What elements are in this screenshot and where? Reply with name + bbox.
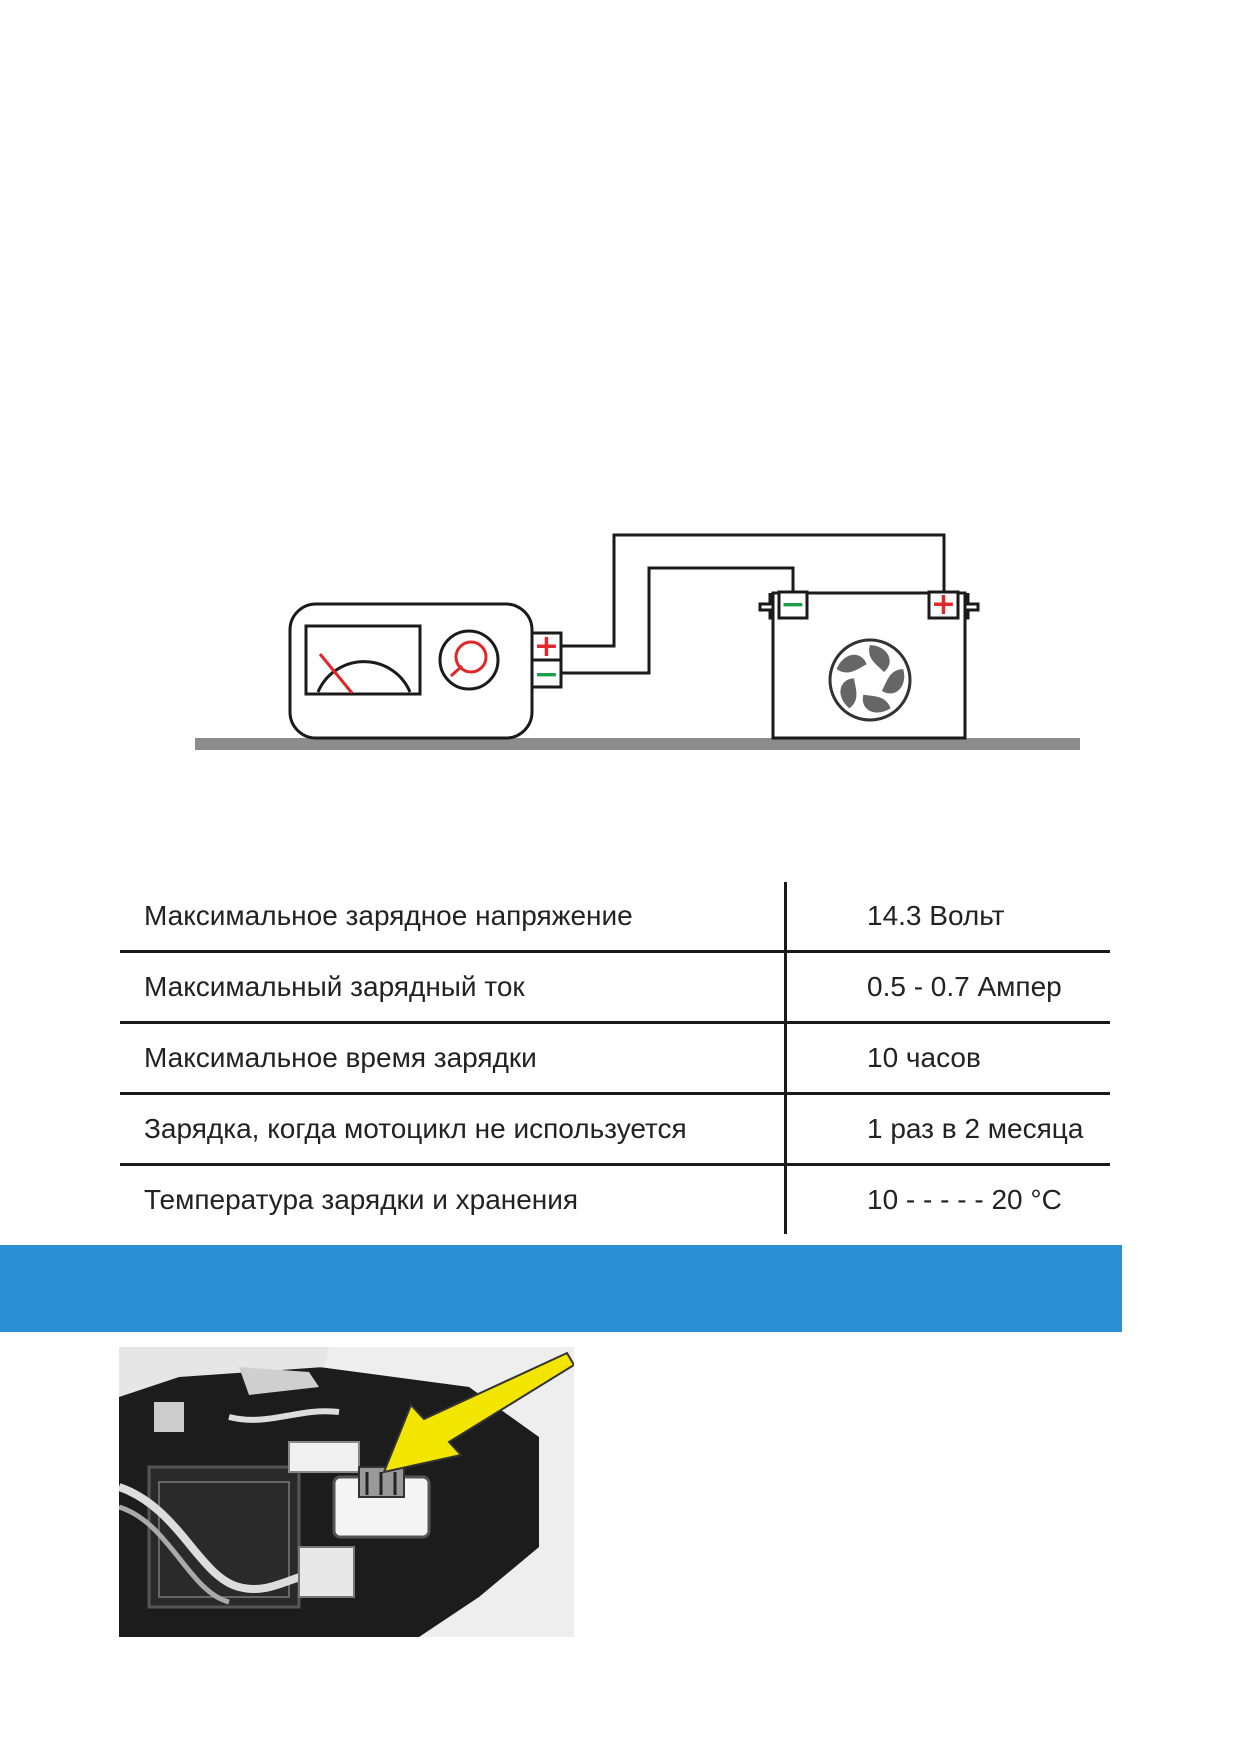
meter-needle (318, 653, 354, 694)
section-banner (0, 1245, 1122, 1332)
spec-param: Максимальное время зарядки (120, 1022, 787, 1095)
charging-specs-table: Максимальное зарядное напряжение 14.3 Во… (120, 882, 1110, 1234)
battery-logo-icon (828, 638, 912, 722)
spec-param: Зарядка, когда мотоцикл не используется (120, 1093, 787, 1166)
table-row: Температура зарядки и хранения 10 - - - … (120, 1164, 1110, 1234)
spec-param: Максимальный зарядный ток (120, 951, 787, 1024)
spec-value: 1 раз в 2 месяца (785, 1093, 1110, 1166)
battery-charger: + − (288, 602, 563, 740)
fuse-pointer-arrow-icon (382, 1351, 574, 1474)
spec-param: Максимальное зарядное напряжение (120, 882, 787, 953)
spec-value: 10 часов (785, 1022, 1110, 1095)
table-row: Максимальное зарядное напряжение 14.3 Во… (120, 882, 1110, 953)
battery: − + (758, 587, 980, 740)
knob-icon (438, 629, 500, 691)
battery-positive-terminal (927, 590, 960, 620)
fuse-location-photo (119, 1347, 574, 1637)
ground-line (195, 738, 1080, 750)
fuse-holder (332, 1466, 431, 1539)
charger-negative-terminal (530, 658, 563, 689)
charging-diagram: + − − + (195, 533, 1080, 750)
battery-negative-terminal (777, 590, 809, 620)
battery-plus-sign: + (931, 587, 956, 622)
charger-plus-sign: + (534, 629, 559, 664)
spec-value: 10 - - - - - 20 °C (867, 1184, 1062, 1215)
table-row: Максимальный зарядный ток 0.5 - 0.7 Ампе… (120, 951, 1110, 1024)
table-row: Зарядка, когда мотоцикл не используется … (120, 1093, 1110, 1166)
spec-param: Температура зарядки и хранения (120, 1164, 787, 1234)
table-row: Максимальное время зарядки 10 часов (120, 1022, 1110, 1095)
charger-positive-terminal (530, 631, 563, 662)
spec-value: 0.5 - 0.7 Ампер (785, 951, 1110, 1024)
positive-wire (561, 533, 946, 648)
spec-value: 14.3 Вольт (785, 882, 1110, 953)
charger-minus-sign: − (534, 657, 559, 692)
negative-wire (561, 566, 795, 675)
battery-minus-sign: − (780, 587, 805, 622)
